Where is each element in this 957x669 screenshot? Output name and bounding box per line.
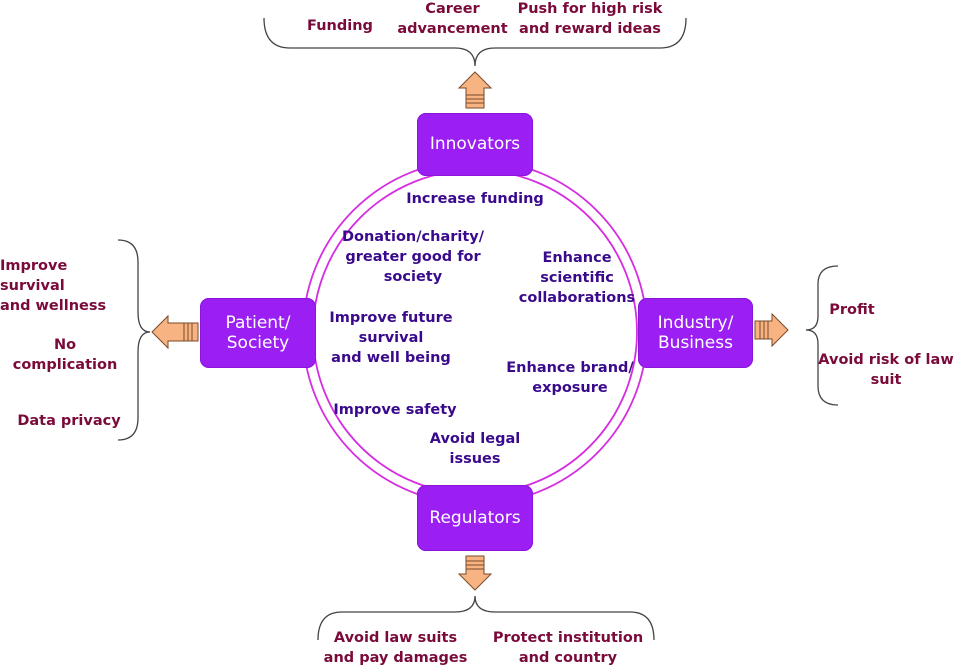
label-enhance-collaborations: Enhance scientific collaborations (518, 250, 636, 306)
regulators-box: Regulators (417, 485, 533, 551)
brace-bottom (317, 595, 655, 641)
regulators-outcome-law-suits: Avoid law suits and pay damages (323, 630, 468, 666)
innovators-outcome-high-risk: Push for high risk and reward ideas (517, 1, 663, 37)
arrow-up-icon (457, 71, 493, 109)
label-increase-funding: Increase funding (406, 191, 544, 207)
innovators-label: Innovators (429, 134, 521, 155)
industry-outcome-profit: Profit (829, 302, 875, 318)
regulators-outcome-protect: Protect institution and country (492, 630, 644, 666)
arrow-left-icon (151, 314, 199, 350)
industry-outcome-law-suit: Avoid risk of law suit (818, 352, 954, 388)
brace-top (263, 17, 687, 67)
brace-left (117, 239, 151, 441)
patient-outcome-survival: Improve survival and wellness (0, 258, 107, 314)
arrow-right-icon (754, 312, 789, 348)
brace-right (805, 265, 839, 406)
arrow-down-icon (457, 555, 493, 591)
innovators-box: Innovators (417, 113, 533, 176)
patient-box: Patient/ Society (200, 298, 316, 368)
label-avoid-legal: Avoid legal issues (429, 431, 521, 467)
label-improve-safety: Improve safety (333, 402, 457, 418)
label-enhance-brand: Enhance brand/ exposure (506, 360, 634, 396)
patient-outcome-no-complication: No complication (12, 337, 118, 373)
innovators-outcome-career: Career advancement (397, 1, 508, 37)
industry-box: Industry/ Business (638, 298, 753, 368)
patient-label: Patient/ Society (225, 312, 291, 353)
innovators-outcome-funding: Funding (307, 18, 373, 34)
label-donation: Donation/charity/ greater good for socie… (341, 229, 485, 285)
regulators-label: Regulators (429, 507, 521, 528)
label-improve-future: Improve future survival and well being (329, 310, 453, 366)
patient-outcome-data-privacy: Data privacy (17, 413, 121, 429)
industry-label: Industry/ Business (657, 312, 734, 353)
